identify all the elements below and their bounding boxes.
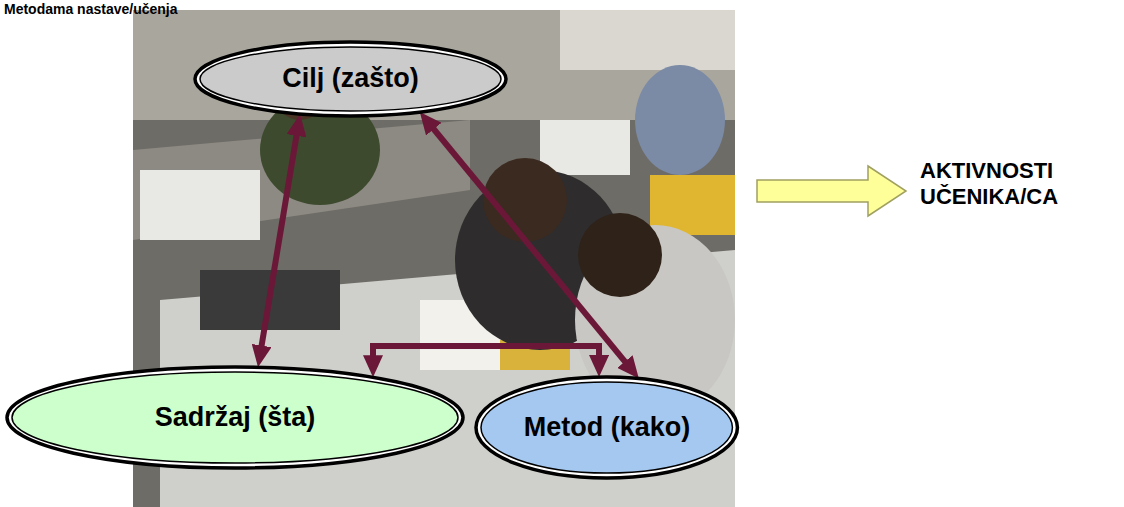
ellipse-node: Sadržaj (šta): [5, 365, 465, 470]
ellipse-node: Metod (kako): [474, 375, 739, 480]
inner-ring: [481, 382, 732, 473]
outcome-label: AKTIVNOSTI UČENIKA/CA: [920, 158, 1095, 211]
node-label: Cilj (zašto): [282, 63, 419, 94]
outer-ring: [7, 367, 463, 468]
student-back: [635, 65, 725, 175]
outer-ring: [195, 42, 506, 116]
node-label: Sadržaj (šta): [155, 402, 316, 433]
outer-ring: [476, 377, 737, 478]
double-arrow: [261, 130, 298, 352]
ellipse-node: Cilj (zašto): [193, 40, 508, 118]
work-box: [140, 170, 260, 240]
window-light: [560, 10, 735, 70]
student-head: [578, 213, 662, 297]
double-arrow: [373, 346, 599, 361]
node-label: Metod (kako): [524, 412, 691, 443]
work-box: [540, 120, 630, 175]
yellow-arrow: [757, 166, 906, 216]
inner-ring: [12, 372, 458, 463]
heading-note: Metodama nastave/učenja: [4, 1, 178, 18]
inner-ring: [200, 47, 501, 111]
double-arrow: [430, 124, 629, 366]
